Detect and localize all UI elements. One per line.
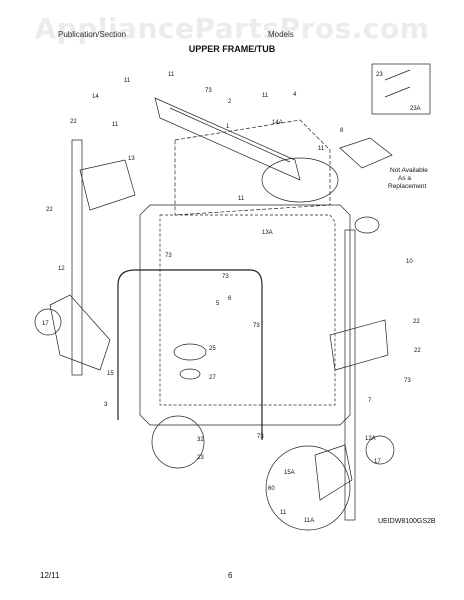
callout-11: 11 <box>168 72 175 78</box>
callout-73: 73 <box>257 434 264 440</box>
callout-73: 73 <box>253 323 260 329</box>
tub-spray-recess <box>261 157 339 203</box>
callout-10: 10 <box>406 259 413 265</box>
callout-27: 27 <box>209 375 216 381</box>
right-hinge-plate <box>314 444 353 501</box>
callout-2: 2 <box>228 99 232 105</box>
header-section-label: Publication/Section <box>58 30 127 39</box>
callout-12: 12 <box>58 266 65 272</box>
callout-17: 17 <box>374 459 381 465</box>
callout-11: 11 <box>280 510 287 516</box>
callout-1: 1 <box>226 124 230 130</box>
callout-11: 11 <box>318 146 325 152</box>
callout-4: 4 <box>293 92 297 98</box>
grommet <box>354 216 380 234</box>
callout-11: 11 <box>238 196 245 202</box>
detail-circle-right <box>265 445 351 531</box>
callout-25: 25 <box>209 346 216 352</box>
callout-73: 73 <box>222 274 229 280</box>
left-side-rail <box>71 139 83 376</box>
callout-12a: 12A <box>365 436 376 442</box>
note-line: As a <box>398 175 411 182</box>
callout-17: 17 <box>42 321 49 327</box>
callout-73: 73 <box>404 378 411 384</box>
note-line: Replacement <box>388 183 426 190</box>
inset-callout-23a: 23A <box>410 106 421 112</box>
callout-15a: 15A <box>284 470 295 476</box>
callout-7: 7 <box>368 398 372 404</box>
callout-11: 11 <box>262 93 269 99</box>
upper-frame-edge <box>169 107 291 163</box>
detail-circle-right-small <box>365 435 395 465</box>
callout-73: 73 <box>165 253 172 259</box>
callout-5: 5 <box>216 301 220 307</box>
callout-8: 8 <box>340 128 344 134</box>
callout-22: 22 <box>70 119 77 125</box>
callout-60: 60 <box>268 486 275 492</box>
inset-box <box>371 63 431 115</box>
callout-14a: 14A <box>272 120 283 126</box>
left-hinge-plate <box>49 294 111 371</box>
inset-callout-23: 23 <box>376 72 383 78</box>
callout-11: 11 <box>124 78 131 84</box>
detail-circle-left <box>151 415 205 469</box>
callout-22: 22 <box>414 348 421 354</box>
callout-22: 22 <box>413 319 420 325</box>
detail-circle-hinge <box>34 308 62 336</box>
seal-ring <box>179 368 201 380</box>
right-side-rail <box>344 229 356 521</box>
callout-15: 15 <box>107 371 114 377</box>
tub-top <box>174 119 331 216</box>
page-title: UPPER FRAME/TUB <box>188 44 276 54</box>
callout-22: 22 <box>46 207 53 213</box>
left-bracket <box>79 159 136 211</box>
callout-13a: 13A <box>262 230 273 236</box>
callout-3: 3 <box>104 402 108 408</box>
callout-73: 73 <box>205 88 212 94</box>
callout-11a: 11A <box>304 518 314 524</box>
part-8-shape <box>339 137 393 169</box>
callout-6: 6 <box>228 296 232 302</box>
tub-outline <box>139 204 351 426</box>
inset-part <box>384 69 411 98</box>
callout-32: 32 <box>197 437 204 443</box>
tub-inner <box>159 214 336 406</box>
page-number: 6 <box>228 571 233 580</box>
watermark: AppliancePartsPros.com <box>34 12 430 45</box>
callout-13: 13 <box>128 156 135 162</box>
model-code: UEIDW8100GS2B <box>378 518 436 525</box>
callout-23: 23 <box>197 455 204 461</box>
footer-date: 12/11 <box>40 571 60 580</box>
upper-frame-bar <box>154 97 301 181</box>
note-line: Not Available <box>390 167 428 174</box>
right-bracket <box>329 319 389 371</box>
callout-14: 14 <box>92 94 99 100</box>
wash-arm-part <box>173 343 207 361</box>
header-model-label: Models <box>268 30 294 39</box>
drain-tube <box>117 269 263 440</box>
callout-11: 11 <box>112 122 119 128</box>
